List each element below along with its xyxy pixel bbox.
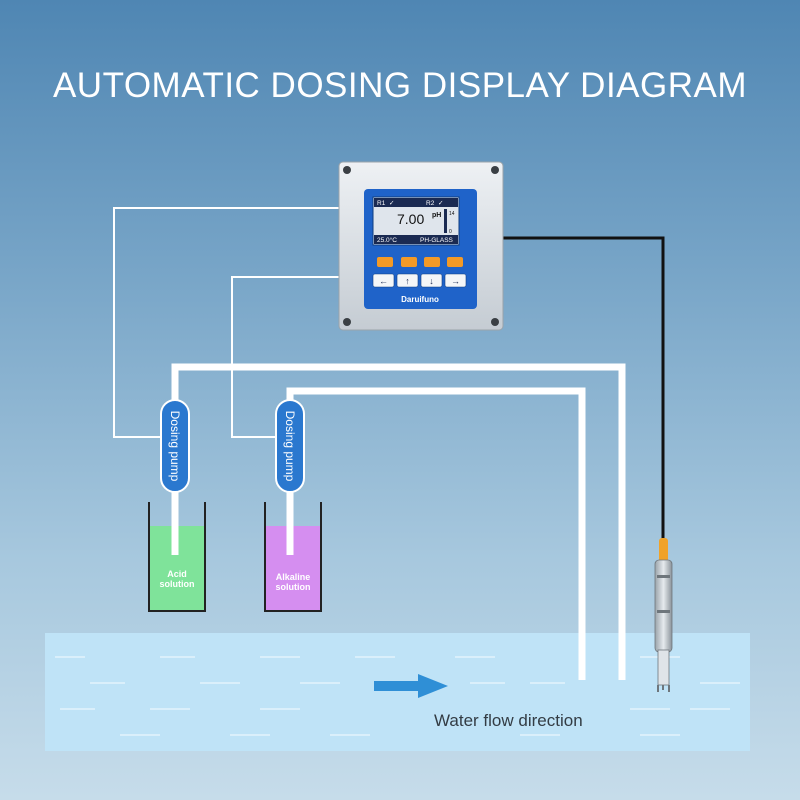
alkaline-label-line2: solution [276,582,311,592]
dosing-pump-1: Dosing pump [160,399,190,493]
right-key[interactable] [444,273,467,288]
water-ripples [55,656,740,736]
scale-top-text: 14 [449,211,455,217]
relay2-text: R2 [426,200,435,207]
menu-key[interactable] [377,257,393,267]
right-arrow-icon: → [451,276,460,286]
acid-tank: Acid solution [148,502,206,612]
down-arrow-icon: ↓ [429,276,434,286]
temperature-text: 25.0°C [377,236,397,244]
pump-1-label: Dosing pump [168,411,182,482]
ph-probe [654,538,673,692]
relay1-text: R1 [377,200,386,207]
dosing-pump-2: Dosing pump [275,399,305,493]
svg-text:✓: ✓ [438,200,443,207]
svg-text:✓: ✓ [389,200,394,207]
flow-arrow-icon [374,674,448,698]
function-key-3[interactable] [424,257,440,267]
function-key-2[interactable] [401,257,417,267]
up-key[interactable] [396,273,419,288]
acid-label-line2: solution [160,579,195,589]
acid-label-line1: Acid [167,569,187,579]
flow-label: Water flow direction [434,711,583,730]
diagram-title: AUTOMATIC DOSING DISPLAY DIAGRAM [52,66,748,105]
scale-bottom-text: 0 [449,229,452,235]
alkaline-tank: Alkaline solution [264,502,322,612]
left-key[interactable] [372,273,395,288]
brand-text: Daruifuno [401,295,439,304]
sensor-cable [502,236,665,545]
sensor-type-text: PH-GLASS [420,237,454,244]
ph-reading: 7.00 [397,211,424,227]
unit-text: pH [432,212,441,219]
function-key-4[interactable] [447,257,463,267]
control-wires [113,207,339,438]
alkaline-label-line1: Alkaline [276,572,311,582]
pump-2-label: Dosing pump [283,411,297,482]
controller: R1 ✓ R2 ✓ 7.00 pH 14 0 25.0°C PH-GLASS ←… [338,161,504,331]
left-arrow-icon: ← [379,276,388,286]
down-key[interactable] [420,273,443,288]
water-channel [45,633,750,751]
up-arrow-icon: ↑ [405,276,410,286]
